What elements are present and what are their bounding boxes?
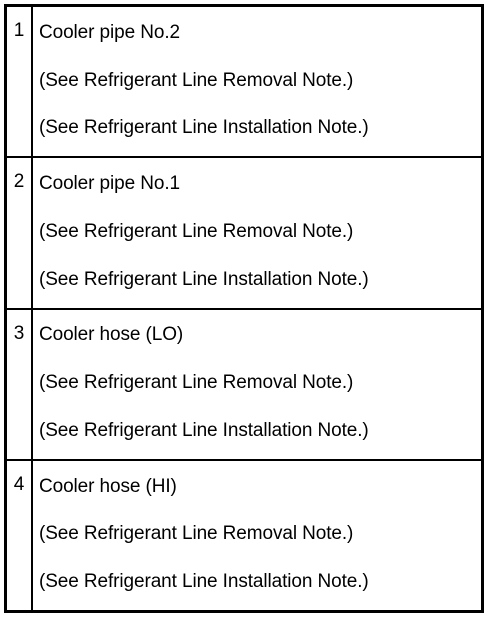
removal-note-reference[interactable]: (See Refrigerant Line Removal Note.) [39, 69, 354, 91]
table-row: 4 Cooler hose (HI) (See Refrigerant Line… [7, 458, 481, 610]
item-number: 4 [7, 460, 33, 610]
item-number: 1 [7, 7, 33, 157]
part-name: Cooler pipe No.2 [39, 21, 180, 43]
installation-note-reference[interactable]: (See Refrigerant Line Installation Note.… [39, 117, 369, 139]
removal-note-reference[interactable]: (See Refrigerant Line Removal Note.) [39, 220, 354, 242]
parts-table: 1 Cooler pipe No.2 (See Refrigerant Line… [4, 4, 484, 613]
installation-note-reference[interactable]: (See Refrigerant Line Installation Note.… [39, 268, 369, 290]
item-number: 3 [7, 309, 33, 459]
part-name: Cooler hose (HI) [39, 475, 177, 497]
installation-note-reference[interactable]: (See Refrigerant Line Installation Note.… [39, 419, 369, 441]
item-content: Cooler pipe No.2 (See Refrigerant Line R… [33, 7, 481, 156]
item-content: Cooler hose (LO) (See Refrigerant Line R… [33, 310, 481, 459]
part-name: Cooler pipe No.1 [39, 173, 180, 195]
part-name: Cooler hose (LO) [39, 324, 184, 346]
item-content: Cooler hose (HI) (See Refrigerant Line R… [33, 461, 481, 610]
installation-note-reference[interactable]: (See Refrigerant Line Installation Note.… [39, 571, 369, 593]
item-content: Cooler pipe No.1 (See Refrigerant Line R… [33, 158, 481, 307]
table-row: 3 Cooler hose (LO) (See Refrigerant Line… [7, 307, 481, 459]
removal-note-reference[interactable]: (See Refrigerant Line Removal Note.) [39, 372, 354, 394]
table-row: 1 Cooler pipe No.2 (See Refrigerant Line… [7, 7, 481, 157]
item-number: 2 [7, 158, 33, 308]
removal-note-reference[interactable]: (See Refrigerant Line Removal Note.) [39, 523, 354, 545]
table-row: 2 Cooler pipe No.1 (See Refrigerant Line… [7, 156, 481, 308]
